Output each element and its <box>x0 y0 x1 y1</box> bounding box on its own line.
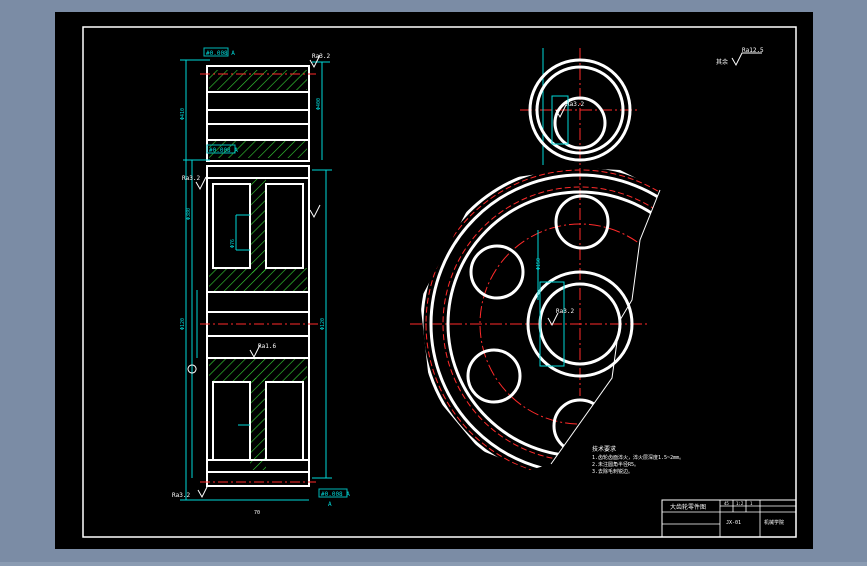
title-block-quantity: 1 <box>750 501 753 506</box>
roughness-label-hub: Ra3.2 <box>556 308 574 315</box>
title-block[interactable]: 大齿轮零件图 45 1:2 1 JX-01 机械学院 <box>661 499 797 538</box>
hatch-web-lower <box>250 378 266 470</box>
dim-right-0: Φ400 <box>316 98 322 110</box>
keyway-dim-box <box>539 281 565 367</box>
tolerance-box-top: #0.008 A <box>203 47 235 57</box>
title-block-drawing-no: JX-01 <box>726 520 741 526</box>
dim-left-2: Φ120 <box>180 318 186 330</box>
hatch-web-upper <box>250 178 266 273</box>
roughness-symbol-small-gear <box>555 104 567 119</box>
tolerance-box-bottom: #0.008 A <box>318 488 350 498</box>
section-outline <box>206 65 310 487</box>
tolerance-box-bottom-label: #0.008 A <box>321 491 350 498</box>
small-gear <box>528 58 632 162</box>
dim-right-1: Φ120 <box>320 318 326 330</box>
general-roughness: 其余 Ra12.5 <box>716 47 764 67</box>
tolerance-box-mid: #0.008 A <box>206 144 238 154</box>
break-line <box>550 189 661 465</box>
datum-label: A <box>328 501 332 508</box>
title-block-grid <box>662 500 796 537</box>
roughness-symbol-general <box>731 52 762 67</box>
pitch-circles <box>425 169 660 470</box>
tech-notes-title: 技术要求 <box>592 445 616 453</box>
drawing-frame <box>82 26 797 538</box>
small-gear-dim-box <box>551 95 569 145</box>
dim-front-vertical: Φ150 <box>536 258 542 270</box>
section-view[interactable]: #0.008 A #0.008 A #0.008 A A Ra3.2 Ra <box>172 47 350 516</box>
roughness-label-side: Ra3.2 <box>182 175 200 182</box>
dim-left-0: Φ410 <box>180 108 186 120</box>
roughness-symbol-hub <box>547 312 559 327</box>
roughness-label-small-gear: Ra3.2 <box>566 101 584 108</box>
tolerance-box-mid-label: #0.008 A <box>209 147 238 154</box>
roughness-label-center: Ra1.6 <box>258 343 276 350</box>
title-block-school: 机械学院 <box>764 519 784 526</box>
tech-note-2: 2.未注圆角半径R5。 <box>592 461 639 468</box>
section-dimension-lines <box>180 59 332 501</box>
dim-width: 70 <box>254 510 260 516</box>
tolerance-box-top-label: #0.008 A <box>206 50 235 57</box>
roughness-prefix: 其余 <box>716 58 728 66</box>
front-view[interactable]: Ra3.2 Φ150 Ra3.2 <box>410 48 738 482</box>
title-block-name: 大齿轮零件图 <box>670 503 706 511</box>
technical-requirements: 技术要求 1.齿轮齿面淬火，淬火层深度1.5~2mm。 2.未注圆角半径R5。 … <box>592 445 684 475</box>
roughness-general-label: Ra12.5 <box>742 47 764 54</box>
roughness-symbols <box>187 54 321 499</box>
dim-left-3: Φ76 <box>230 239 236 248</box>
title-block-scale: 1:2 <box>736 501 744 506</box>
title-block-material: 45 <box>724 501 729 506</box>
dim-left-1: Φ380 <box>186 208 192 220</box>
roughness-label-right: Ra3.2 <box>312 53 330 60</box>
roughness-label-left: Ra3.2 <box>172 492 190 499</box>
tech-note-3: 3.去除毛刺锐边。 <box>592 468 633 475</box>
drawing-paper <box>55 12 813 549</box>
tech-note-1: 1.齿轮齿面淬火，淬火层深度1.5~2mm。 <box>592 454 684 461</box>
hatch-rim-top <box>209 70 307 90</box>
